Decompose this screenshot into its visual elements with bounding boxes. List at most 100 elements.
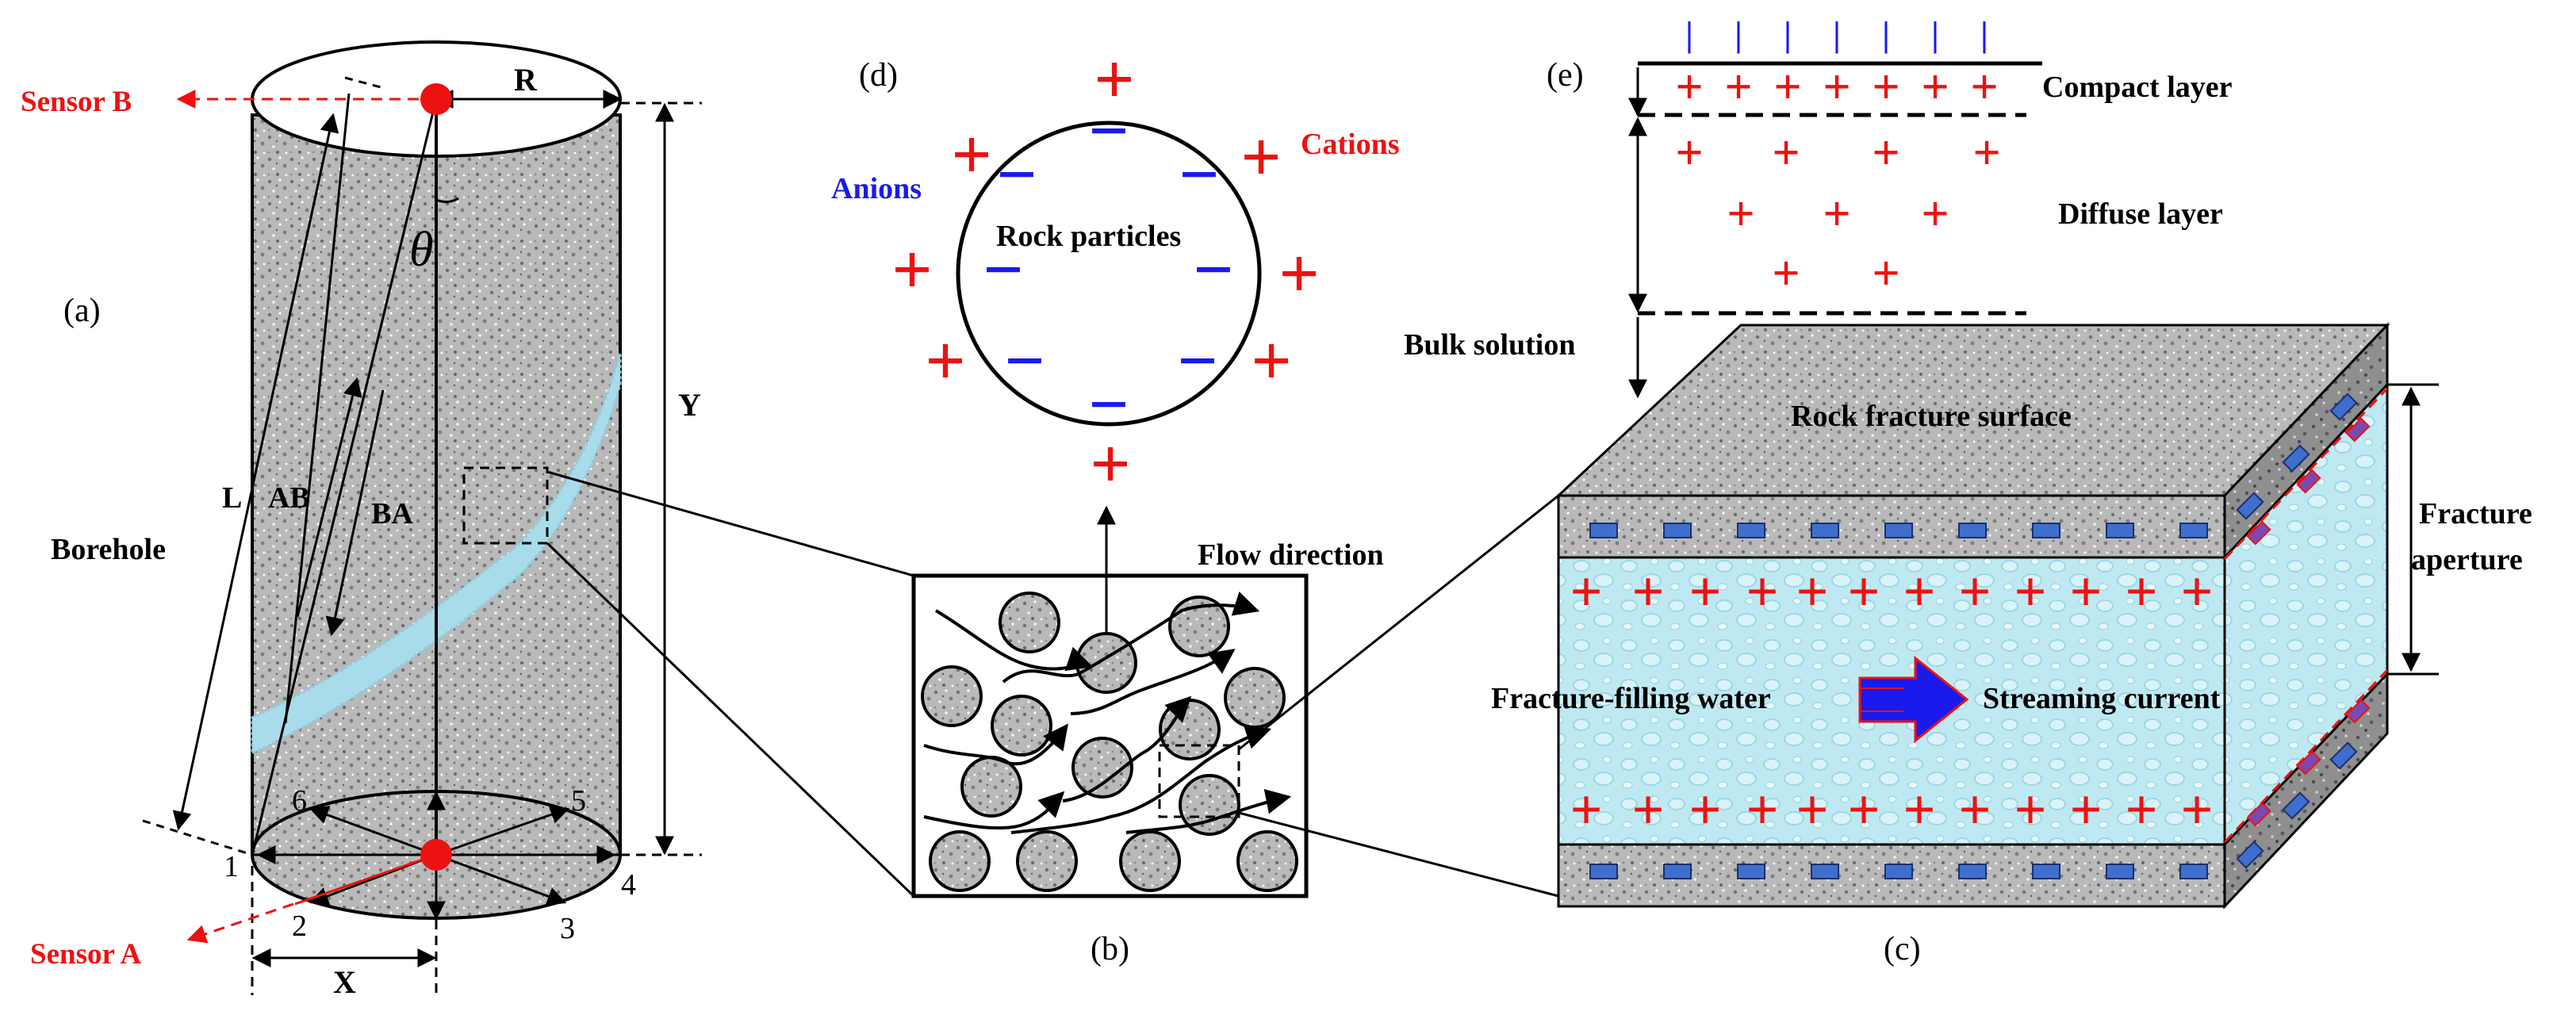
ab-label: AB xyxy=(268,481,310,515)
anions-label: Anions xyxy=(831,172,922,205)
compact-cations: + + + + + + + xyxy=(1675,60,1998,114)
svg-text:+: + xyxy=(1724,60,1752,114)
svg-text:+: + xyxy=(1746,560,1778,623)
svg-text:+: + xyxy=(1972,126,2000,180)
node-5: 5 xyxy=(571,784,586,818)
svg-text:|: | xyxy=(1980,15,1988,54)
node-6: 6 xyxy=(292,784,307,818)
svg-text:+: + xyxy=(1570,778,1602,841)
radial-5 xyxy=(435,805,570,856)
upper-cation-row: + + + + + + + + + + + + xyxy=(1570,560,2213,623)
svg-text:−: − xyxy=(1004,322,1045,400)
svg-text:|: | xyxy=(1784,15,1792,54)
svg-text:|: | xyxy=(1685,15,1693,54)
svg-text:+: + xyxy=(1727,187,1754,241)
panel-a: Sensor B Sensor A R Y θ (a) L AB BA Bore… xyxy=(21,40,702,1000)
svg-text:+: + xyxy=(1823,60,1850,114)
svg-text:−: − xyxy=(1179,136,1219,214)
fracture-water-label: Fracture-filling water xyxy=(1491,682,1771,715)
cation-marks: + + + + + + + + xyxy=(891,40,1319,504)
side-blocks xyxy=(2236,393,2358,869)
svg-text:−: − xyxy=(1088,92,1129,170)
svg-text:−: − xyxy=(996,136,1037,214)
svg-text:+: + xyxy=(1796,778,1828,841)
svg-text:+: + xyxy=(1689,560,1721,623)
zoom-line-2 xyxy=(546,542,915,898)
svg-text:+: + xyxy=(2014,778,2046,841)
svg-text:+: + xyxy=(1631,560,1664,623)
svg-text:+: + xyxy=(1921,60,1949,114)
lower-blocks xyxy=(1589,864,2208,879)
streaming-current-arrow xyxy=(1858,655,1969,744)
zoom-line-3 xyxy=(1238,494,1559,751)
svg-text:+: + xyxy=(1773,60,1801,114)
svg-text:|: | xyxy=(1882,15,1890,54)
compact-layer-label: Compact layer xyxy=(2042,71,2233,104)
panel-e-tag: (e) xyxy=(1547,57,1584,94)
dash-bottom xyxy=(142,819,253,856)
bulk-solution-label: Bulk solution xyxy=(1404,328,1576,362)
zoom-line-4 xyxy=(1238,811,1559,898)
ba-arrow xyxy=(325,389,385,637)
l-arrow xyxy=(172,113,339,831)
radial-3 xyxy=(435,853,567,906)
node-1: 1 xyxy=(224,850,239,883)
fracture-aperture-label-2: aperture xyxy=(2411,543,2523,576)
grains xyxy=(921,592,1298,892)
svg-text:+: + xyxy=(1958,560,1991,623)
panel-e: (e) | | | | | | | + + + + + + + + + + + … xyxy=(1404,15,2233,399)
svg-text:+: + xyxy=(951,116,991,194)
l-label: L xyxy=(222,481,242,515)
svg-text:|: | xyxy=(1833,15,1841,54)
x-label: X xyxy=(333,964,356,1000)
anion-marks: − − − − − − − − xyxy=(983,92,1233,444)
svg-text:−: − xyxy=(1088,366,1129,444)
svg-text:+: + xyxy=(2014,560,2046,623)
pore-box xyxy=(911,573,1309,898)
theta-arc xyxy=(435,197,459,204)
svg-text:+: + xyxy=(1240,118,1281,197)
node-2: 2 xyxy=(292,910,307,943)
node-3: 3 xyxy=(560,912,575,945)
side-plus-blocks xyxy=(2246,417,2371,827)
svg-text:+: + xyxy=(1746,778,1778,841)
zoom-line-1 xyxy=(546,470,914,577)
svg-text:+: + xyxy=(1872,247,1899,301)
svg-text:+: + xyxy=(1903,560,1935,623)
svg-text:+: + xyxy=(1921,187,1949,241)
diffuse-cations: + + + + + + + + + xyxy=(1675,126,2000,301)
cations-label: Cations xyxy=(1301,128,1400,161)
panel-d: Rock particles Anions Cations (d) − − − … xyxy=(831,40,1400,504)
svg-text:+: + xyxy=(891,231,932,309)
svg-text:−: − xyxy=(1193,231,1233,309)
y-label: Y xyxy=(678,387,701,423)
svg-text:+: + xyxy=(1689,778,1721,841)
upper-blocks xyxy=(1589,523,2208,538)
flow-direction-label: Flow direction xyxy=(1198,538,1384,572)
svg-text:+: + xyxy=(1094,40,1134,119)
svg-text:+: + xyxy=(1631,778,1664,841)
svg-text:+: + xyxy=(1847,560,1880,623)
svg-text:+: + xyxy=(2069,778,2102,841)
svg-text:+: + xyxy=(2125,778,2157,841)
fracture-aperture-label-1: Fracture xyxy=(2419,497,2532,530)
svg-text:+: + xyxy=(2180,778,2213,841)
svg-text:+: + xyxy=(1278,235,1319,313)
surface-charges: | | | | | | | xyxy=(1685,15,1988,54)
svg-text:+: + xyxy=(2125,560,2157,623)
svg-text:+: + xyxy=(1958,778,1991,841)
radial-red xyxy=(294,853,437,906)
diffuse-layer-label: Diffuse layer xyxy=(2058,197,2223,231)
sensor-b-dot xyxy=(420,83,452,115)
svg-text:+: + xyxy=(1772,126,1800,180)
svg-text:+: + xyxy=(1796,560,1828,623)
panel-b: Flow direction (b) xyxy=(911,505,1384,967)
svg-text:−: − xyxy=(983,231,1023,309)
svg-text:+: + xyxy=(1970,60,1998,114)
svg-text:|: | xyxy=(1931,15,1939,54)
borehole-label: Borehole xyxy=(51,533,166,566)
svg-text:+: + xyxy=(1872,126,1899,180)
svg-text:+: + xyxy=(2069,560,2102,623)
node-4: 4 xyxy=(621,868,636,902)
lower-slab-side xyxy=(2223,671,2389,910)
